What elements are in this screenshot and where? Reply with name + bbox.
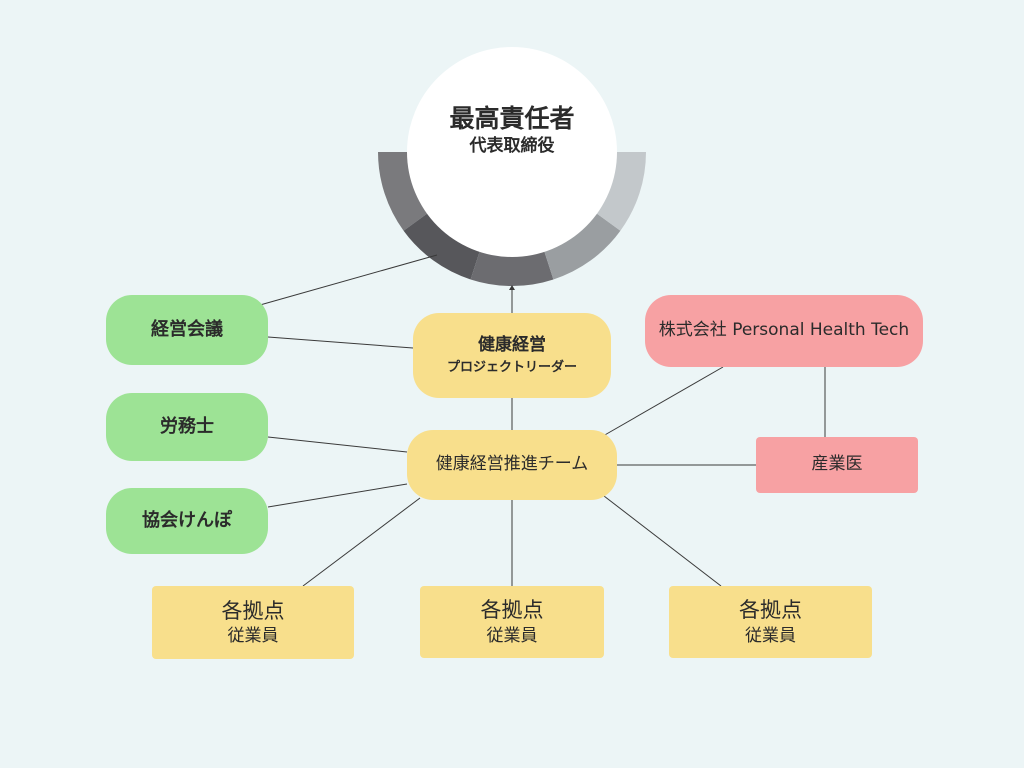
roumushi-label: 労務士 xyxy=(160,415,214,437)
company-node: 株式会社 Personal Health Tech xyxy=(645,295,923,367)
promotion-team-node: 健康経営推進チーム xyxy=(407,430,617,500)
line-keiei-kaigi-to-leader xyxy=(267,336,414,349)
location-label: 各拠点 xyxy=(221,598,285,623)
company-label: 株式会社 Personal Health Tech xyxy=(658,320,910,341)
industrial-doctor-node: 産業医 xyxy=(756,437,918,493)
line-keiei-kaigi-to-top xyxy=(259,254,438,306)
industrial-doctor-label: 産業医 xyxy=(811,454,863,475)
decorative-ring xyxy=(378,152,646,286)
project-leader-line1: 健康経営 xyxy=(478,335,546,356)
line-team-to-bottom-left xyxy=(302,497,421,587)
kyoukai-kenpo-label: 協会けんぽ xyxy=(142,509,232,531)
ring-segment xyxy=(595,152,646,231)
line-team-to-bottom-right xyxy=(603,495,722,587)
ring-segment xyxy=(403,212,481,280)
kyoukai-kenpo-node: 協会けんぽ xyxy=(106,488,268,554)
top-executive-title: 最高責任者 xyxy=(449,103,575,133)
line-team-to-company xyxy=(602,366,724,437)
employees-label: 従業員 xyxy=(486,625,538,646)
project-leader-line2: プロジェクトリーダー xyxy=(446,359,577,375)
ring-segment xyxy=(543,212,621,280)
project-leader-node: 健康経営 プロジェクトリーダー xyxy=(413,313,611,398)
ring-segment xyxy=(470,249,554,286)
top-executive-subtitle: 代表取締役 xyxy=(469,136,555,156)
location-employees-node-right: 各拠点 従業員 xyxy=(669,586,872,658)
roumushi-node: 労務士 xyxy=(106,393,268,461)
location-employees-node-left: 各拠点 従業員 xyxy=(152,586,354,659)
location-label: 各拠点 xyxy=(739,598,802,623)
employees-label: 従業員 xyxy=(227,626,279,646)
location-employees-node-center: 各拠点 従業員 xyxy=(420,586,604,658)
location-label: 各拠点 xyxy=(480,598,544,623)
ring-segment xyxy=(378,152,429,231)
top-executive-node: 最高責任者 代表取締役 xyxy=(407,47,617,257)
promotion-team-label: 健康経営推進チーム xyxy=(435,454,589,475)
keiei-kaigi-node: 経営会議 xyxy=(106,295,268,365)
arrow-head-icon xyxy=(509,285,515,290)
line-roumushi-to-team xyxy=(267,436,408,453)
employees-label: 従業員 xyxy=(745,625,796,646)
keiei-kaigi-label: 経営会議 xyxy=(151,318,223,340)
line-kenpo-to-team xyxy=(267,483,408,508)
